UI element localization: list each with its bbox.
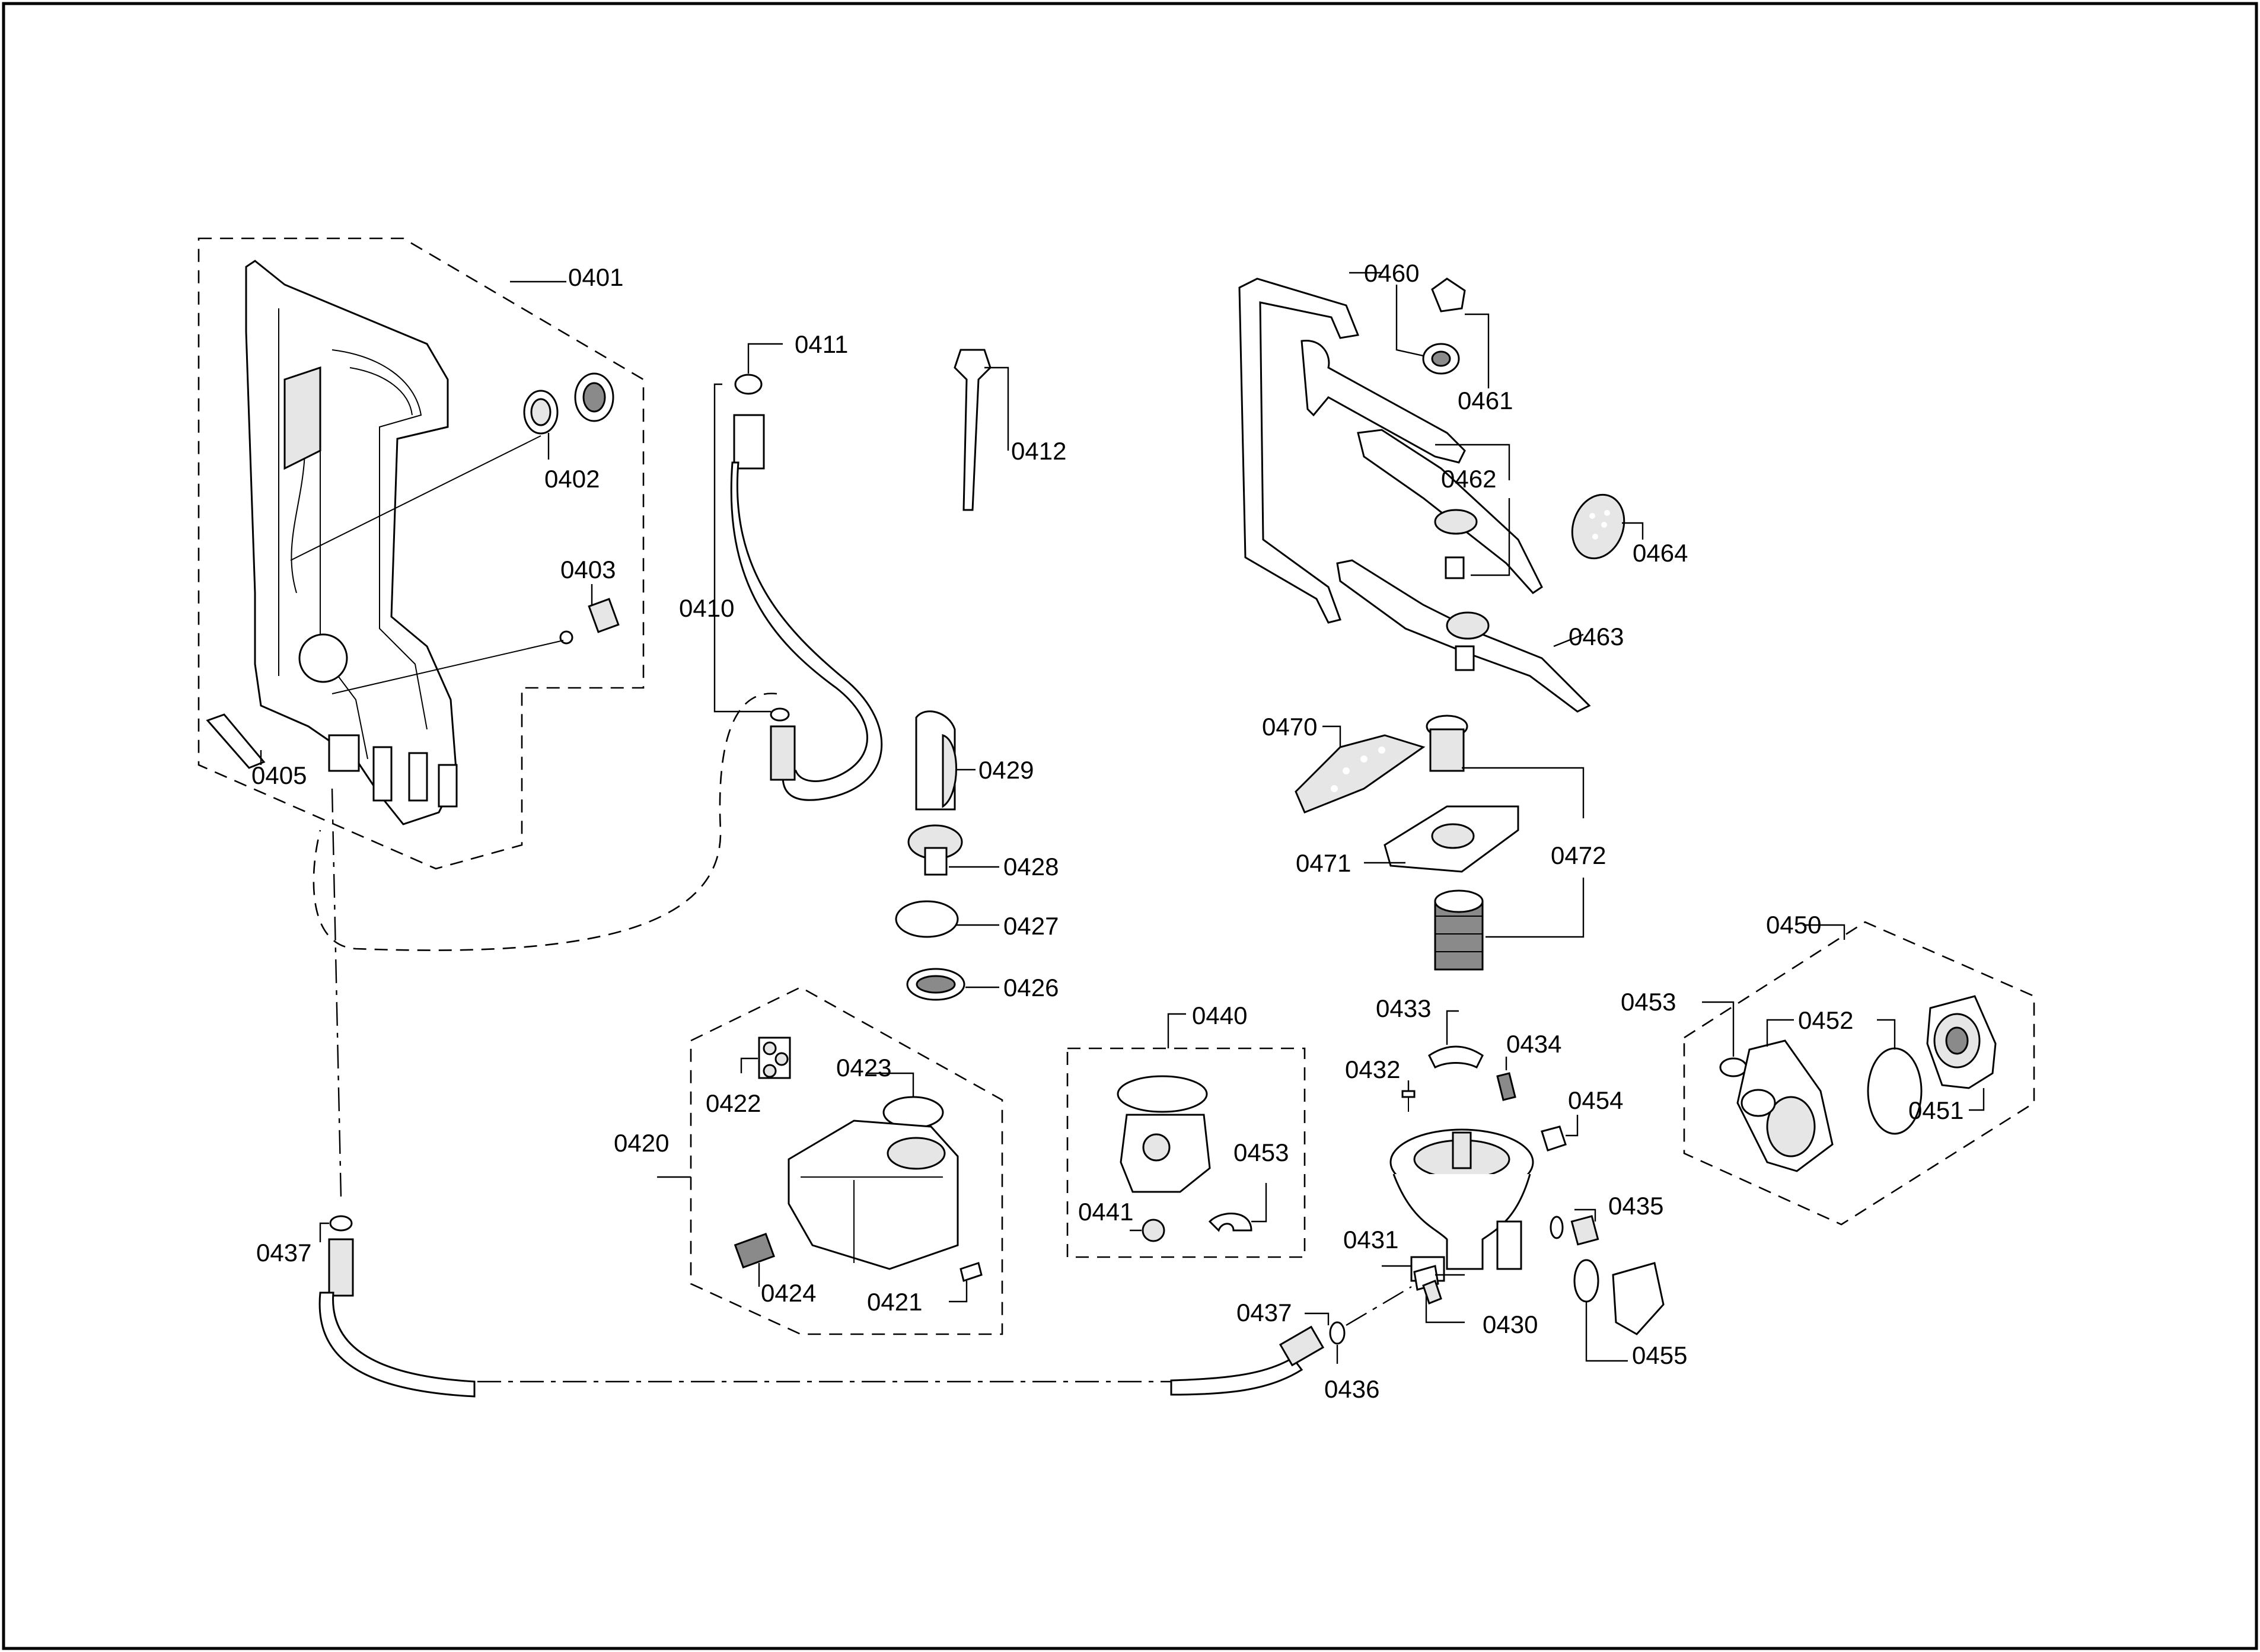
callout-0422: 0422 — [706, 1089, 761, 1117]
callout-0421: 0421 — [867, 1288, 922, 1316]
callout-0405: 0405 — [251, 761, 307, 789]
callout-0454: 0454 — [1568, 1086, 1623, 1114]
group-0460-spray-arms — [1238, 272, 1644, 713]
callout-0440: 0440 — [1192, 1002, 1247, 1029]
group-0450-pump — [1683, 921, 2035, 1226]
callout-0410: 0410 — [679, 594, 734, 622]
callout-0426: 0426 — [1003, 974, 1059, 1002]
group-0410-hose — [313, 343, 1009, 951]
callout-0411: 0411 — [795, 330, 848, 358]
callout-0453a: 0453 — [1233, 1138, 1289, 1166]
callout-0472: 0472 — [1551, 841, 1606, 869]
group-0401-side-panel — [197, 237, 645, 870]
callout-0403: 0403 — [560, 556, 616, 583]
callout-0437b: 0437 — [1236, 1299, 1292, 1326]
callout-0412: 0412 — [1011, 437, 1066, 465]
callout-0452: 0452 — [1798, 1006, 1853, 1034]
callout-0424: 0424 — [761, 1279, 816, 1307]
callout-0441: 0441 — [1078, 1198, 1133, 1226]
callout-0423: 0423 — [836, 1054, 891, 1082]
callout-0435: 0435 — [1608, 1192, 1663, 1220]
callout-0428: 0428 — [1003, 853, 1059, 881]
callout-0450: 0450 — [1766, 911, 1821, 939]
callout-0460: 0460 — [1364, 259, 1419, 287]
callout-0470: 0470 — [1262, 713, 1317, 741]
callout-0464: 0464 — [1633, 539, 1688, 567]
group-0470-filter — [1295, 715, 1585, 971]
callout-0427: 0427 — [1003, 912, 1059, 940]
callout-0451: 0451 — [1908, 1096, 1963, 1124]
callout-0436: 0436 — [1324, 1375, 1379, 1403]
callout-0463: 0463 — [1569, 623, 1624, 650]
callout-0455: 0455 — [1632, 1341, 1687, 1369]
callout-0453b: 0453 — [1621, 988, 1676, 1016]
callout-0433: 0433 — [1376, 994, 1431, 1022]
group-0440-valve — [1066, 1013, 1306, 1258]
callout-0402: 0402 — [544, 465, 600, 493]
callout-0420: 0420 — [614, 1129, 669, 1157]
callout-0434: 0434 — [1506, 1030, 1561, 1058]
group-0437-drain-hose — [318, 788, 1412, 1398]
callout-0462: 0462 — [1441, 465, 1496, 493]
callout-0431: 0431 — [1343, 1226, 1398, 1254]
callout-0471: 0471 — [1296, 849, 1351, 877]
callout-0437a: 0437 — [256, 1239, 311, 1267]
group-0420-heater — [657, 986, 1003, 1335]
group-0430-sump — [1382, 1010, 1665, 1362]
callout-0429: 0429 — [978, 756, 1034, 784]
callout-0461: 0461 — [1458, 387, 1513, 414]
callout-0401: 0401 — [568, 263, 623, 291]
group-0426-0429 — [895, 710, 999, 1001]
callout-0432: 0432 — [1345, 1055, 1400, 1083]
callout-0430: 0430 — [1483, 1310, 1538, 1338]
